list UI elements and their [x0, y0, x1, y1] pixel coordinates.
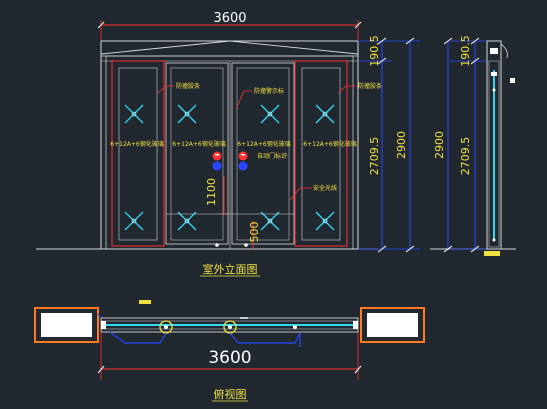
safety-beam-label: 安全光线: [313, 184, 337, 192]
side-top-dim-text: 190.5: [459, 35, 472, 67]
plan-view-title: 俯视图: [214, 387, 247, 401]
plan-wall-left: [34, 307, 99, 343]
front-total-height-dim-text: 2900: [395, 131, 408, 159]
glass-mark: [260, 211, 280, 231]
glass-mark: [260, 104, 280, 124]
sensor-height-dim-text: 1100: [205, 178, 218, 206]
front-elevation: 3600 6+12A+6钢化玻璃 6+1: [36, 11, 516, 277]
plan-width-dimension: 3600: [97, 332, 362, 380]
glass-mark: [315, 104, 335, 124]
glass-label: 6+12A+6钢化玻璃: [237, 140, 290, 148]
plan-view: 3600 俯视图: [34, 300, 425, 402]
side-height-dimensions: 190.5 2709.5 2900: [433, 35, 487, 253]
front-width-dimension: 3600: [97, 11, 362, 40]
auto-door-sign-label: 自动门标识: [257, 152, 287, 160]
side-total-height-dim-text: 2900: [433, 131, 446, 159]
glass-mark: [124, 211, 144, 231]
fixed-panel-left: [111, 60, 165, 247]
plan-sensor: [159, 320, 173, 334]
plan-swing-lines: [97, 313, 301, 347]
low-height-dimension: 500: [248, 221, 261, 249]
front-top-dim-text: 190.5: [368, 35, 381, 67]
glass-label: 6+12A+6钢化玻璃: [110, 140, 163, 148]
auto-door-sign-icon: [212, 151, 248, 171]
plan-indicator: [139, 300, 151, 304]
glass-mark: [177, 104, 197, 124]
side-floor-sensor: [484, 251, 500, 256]
anti-collision-strip-label: 防撞胶条: [358, 82, 382, 90]
glass-mark: [124, 104, 144, 124]
plan-wall-right: [360, 307, 425, 343]
sliding-leaf-left: [165, 62, 229, 245]
front-height-dimensions: 190.5 2709.5: [358, 35, 392, 253]
side-elevation: 190.5 2709.5 2900: [433, 35, 515, 256]
glass-label: 6+12A+6钢化玻璃: [172, 140, 225, 148]
low-height-dim-text: 500: [248, 222, 261, 243]
glass-mark: [315, 211, 335, 231]
front-total-height-dimension: 2900: [392, 37, 420, 253]
anti-collision-strip-label: 防撞胶条: [176, 82, 200, 90]
pediment: [100, 40, 359, 55]
plan-width-dim-text: 3600: [208, 348, 251, 368]
front-main-dim-text: 2709.5: [368, 137, 381, 176]
glass-mark: [177, 211, 197, 231]
plan-sensor: [223, 320, 237, 334]
front-elevation-title: 室外立面图: [203, 262, 258, 276]
front-width-dim-text: 3600: [213, 11, 246, 26]
glass-label: 6+12A+6钢化玻璃: [303, 140, 356, 148]
side-main-dim-text: 2709.5: [459, 137, 472, 176]
anti-collision-mark-label: 防撞警示标: [254, 87, 284, 95]
side-door-profile: [486, 40, 502, 250]
fixed-panel-right: [294, 60, 348, 247]
sensor-height-dimension: 1100: [205, 176, 229, 215]
sliding-leaf-right: [231, 62, 295, 245]
leader-lines: [157, 85, 356, 201]
